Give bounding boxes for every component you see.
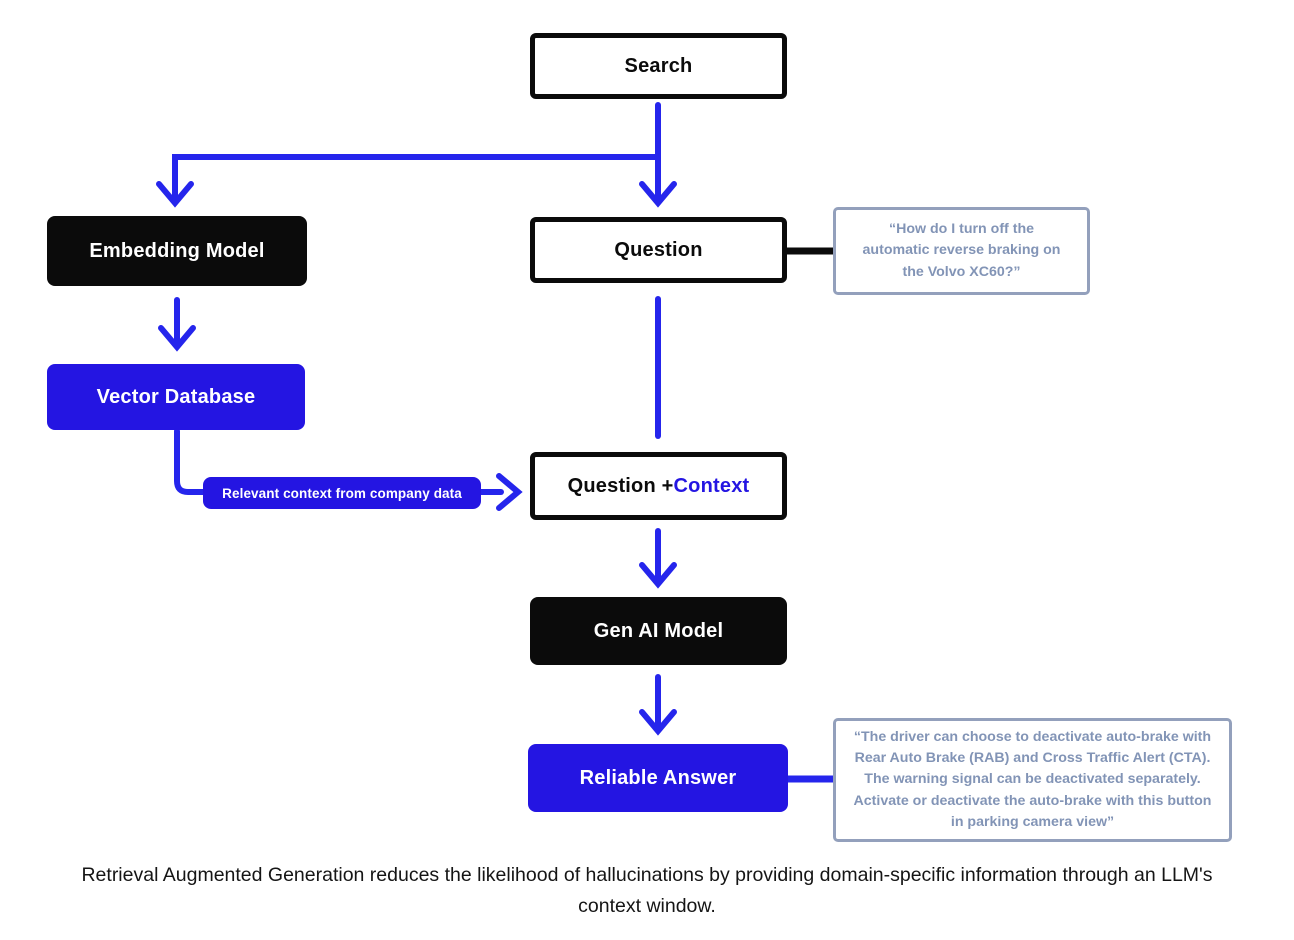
callout-question-quote-text: “How do I turn off the automatic reverse… — [862, 221, 1061, 280]
arrowhead-vectordb — [158, 325, 196, 352]
arrowhead-genai — [639, 562, 677, 589]
edge-label-relevant-context-text: Relevant context from company data — [222, 485, 462, 501]
callout-question-quote: “How do I turn off the automatic reverse… — [833, 207, 1090, 295]
node-gen-ai-model: Gen AI Model — [530, 597, 787, 665]
node-reliable-answer: Reliable Answer — [528, 744, 788, 812]
node-search: Search — [530, 33, 787, 99]
arrowhead-question — [639, 181, 677, 208]
node-search-label: Search — [624, 54, 693, 77]
node-embedding-model: Embedding Model — [47, 216, 307, 286]
node-vector-database: Vector Database — [47, 364, 305, 430]
edge-vectordb-to-context — [174, 428, 206, 495]
callout-answer-quote-text: “The driver can choose to deactivate aut… — [853, 728, 1212, 830]
figure-caption-text: Retrieval Augmented Generation reduces t… — [81, 864, 1213, 917]
node-question: Question — [530, 217, 787, 283]
callout-answer-quote: “The driver can choose to deactivate aut… — [833, 718, 1232, 842]
node-vector-database-label: Vector Database — [96, 385, 256, 408]
arrowhead-answer — [639, 709, 677, 736]
node-gen-ai-model-label: Gen AI Model — [593, 619, 724, 642]
node-question-context-prefix: Question + — [567, 474, 674, 497]
node-reliable-answer-label: Reliable Answer — [579, 766, 737, 789]
node-embedding-model-label: Embedding Model — [89, 239, 265, 262]
edge-label-relevant-context: Relevant context from company data — [203, 477, 481, 509]
arrowhead-embedding — [156, 181, 194, 208]
edge-search-to-embedding — [172, 154, 661, 203]
node-question-context-highlight: Context — [673, 474, 750, 497]
node-question-context: Question + Context — [530, 452, 787, 520]
arrowhead-questioncontext — [496, 473, 523, 511]
node-question-label: Question — [614, 238, 703, 261]
figure-caption: Retrieval Augmented Generation reduces t… — [0, 860, 1294, 922]
